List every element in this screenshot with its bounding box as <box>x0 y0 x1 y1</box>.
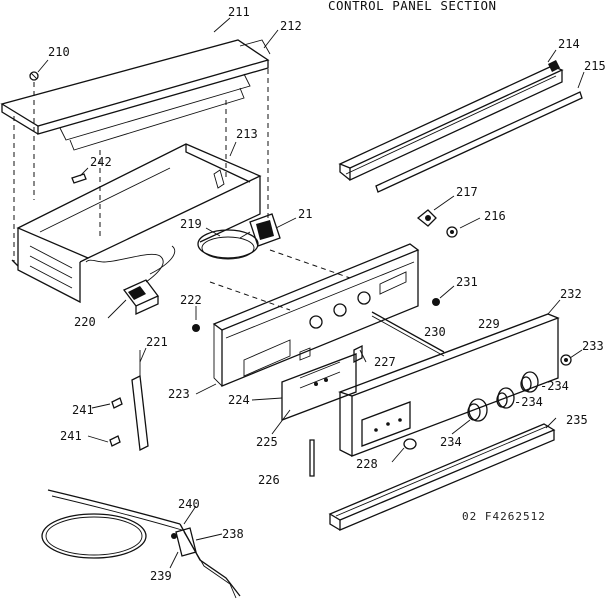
label-221: 221 <box>146 335 168 349</box>
knob-234a <box>520 371 539 393</box>
top-cover-part <box>0 39 271 151</box>
nut-231 <box>432 298 440 306</box>
label-242: 242 <box>90 155 112 169</box>
label-229: 229 <box>478 317 500 331</box>
label-215: 215 <box>584 59 606 73</box>
label-240: 240 <box>178 497 200 511</box>
label-235: 235 <box>566 413 588 427</box>
label-224: 224 <box>228 393 250 407</box>
screw-242 <box>71 173 87 184</box>
label-211: 211 <box>228 5 250 19</box>
knob-216 <box>446 226 458 238</box>
label-216: 216 <box>484 209 506 223</box>
label-238: 238 <box>222 527 244 541</box>
screw-241a <box>111 397 123 409</box>
label-212: 212 <box>280 19 302 33</box>
label-225: 225 <box>256 435 278 449</box>
knob-228 <box>403 438 417 450</box>
knob-233 <box>560 354 572 366</box>
label-219: 219 <box>180 217 202 231</box>
label-241-b: 241 <box>60 429 82 443</box>
leader-lines <box>37 17 585 569</box>
label-223: 223 <box>168 387 190 401</box>
circuit-board-224 <box>281 344 363 421</box>
label-234-a: -234 <box>540 379 569 393</box>
label-213: 213 <box>236 127 258 141</box>
label-230: 230 <box>424 325 446 339</box>
screw-210 <box>29 71 39 200</box>
label-214: 214 <box>558 37 580 51</box>
rod-229 <box>371 311 445 357</box>
knob-217 <box>416 209 437 227</box>
label-210: 210 <box>48 45 70 59</box>
trim-rail-214 <box>338 60 564 182</box>
drawing-code: 02 F4262512 <box>462 510 546 523</box>
label-232: 232 <box>560 287 582 301</box>
knob-234b <box>496 387 515 409</box>
label-21: 21 <box>298 207 312 221</box>
trim-strip-215 <box>375 91 583 193</box>
switch-220 <box>85 245 176 316</box>
housing-box-213 <box>11 143 262 304</box>
label-234-b: -234 <box>514 395 543 409</box>
trim-235 <box>328 423 556 531</box>
bracket-221 <box>131 350 149 451</box>
label-226: 226 <box>258 473 280 487</box>
label-241-a: 241 <box>72 403 94 417</box>
knob-234c <box>467 398 488 422</box>
label-234-c: 234 <box>440 435 462 449</box>
screw-241b <box>109 435 121 447</box>
wire-harness-240 <box>41 489 241 599</box>
control-panel-223 <box>212 243 420 387</box>
label-228: 228 <box>356 457 378 471</box>
pin-226 <box>309 439 315 477</box>
label-239: 239 <box>150 569 172 583</box>
label-217: 217 <box>456 185 478 199</box>
front-panel-232 <box>338 313 560 457</box>
label-222: 222 <box>180 293 202 307</box>
label-227: 227 <box>374 355 396 369</box>
nut-222 <box>192 324 200 332</box>
label-220: 220 <box>74 315 96 329</box>
label-233: 233 <box>582 339 604 353</box>
diagram-title: CONTROL PANEL SECTION <box>328 0 497 13</box>
label-231: 231 <box>456 275 478 289</box>
thermostat-219 <box>197 213 281 260</box>
